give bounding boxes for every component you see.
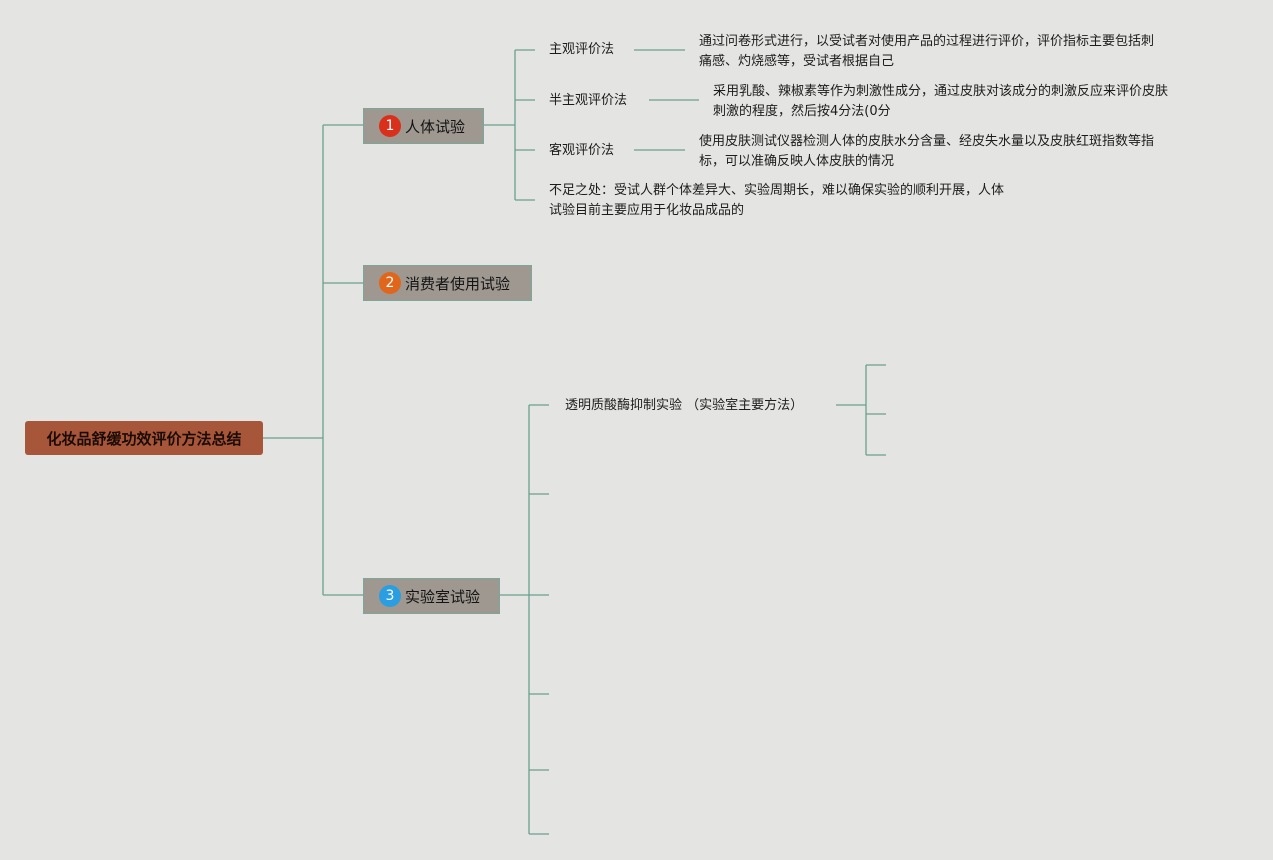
number-badge-1: 1 <box>379 115 401 137</box>
branch-label: 消费者使用试验 <box>405 274 511 293</box>
note-subjective-method: 通过问卷形式进行，以受试者对使用产品的过程进行评价，评价指标主要包括刺 痛感、灼… <box>699 32 1154 72</box>
connector-sub-3 <box>836 364 886 456</box>
topic-line: 不足之处：受试人群个体差异大、实验周期长，难以确保实验的顺利开展，人体 <box>549 183 1005 198</box>
note-line: 通过问卷形式进行，以受试者对使用产品的过程进行评价，评价指标主要包括刺 <box>699 34 1155 49</box>
branch-label: 实验室试验 <box>405 587 481 606</box>
number-badge-3: 3 <box>379 585 401 607</box>
topic-line: 试验目前主要应用于化妆品成品的 <box>549 203 745 218</box>
note-line: 刺激的程度，然后按4分法(0分 <box>713 104 891 119</box>
connector-sub-1 <box>634 49 699 151</box>
root-node[interactable]: 化妆品舒缓功效评价方法总结 <box>25 421 263 455</box>
connector-root <box>263 124 363 596</box>
topic-semi-subjective-method[interactable]: 半主观评价法 <box>549 93 628 108</box>
branch-lab-test[interactable]: 3 实验室试验 <box>363 578 500 614</box>
number-badge-2: 2 <box>379 272 401 294</box>
note-line: 采用乳酸、辣椒素等作为刺激性成分，通过皮肤对该成分的刺激反应来评价皮肤 <box>713 84 1169 99</box>
topic-objective-method[interactable]: 客观评价法 <box>549 143 615 158</box>
topic-hyaluronidase-inhibition[interactable]: 透明质酸酶抑制实验 （实验室主要方法） <box>565 398 804 413</box>
root-label: 化妆品舒缓功效评价方法总结 <box>46 429 242 448</box>
note-line: 痛感、灼烧感等，受试者根据自己 <box>699 54 895 69</box>
note-line: 标，可以准确反映人体皮肤的情况 <box>699 154 895 169</box>
topic-subjective-method[interactable]: 主观评价法 <box>549 42 615 57</box>
topic-shortcomings[interactable]: 不足之处：受试人群个体差异大、实验周期长，难以确保实验的顺利开展，人体 试验目前… <box>549 181 1004 221</box>
branch-human-test[interactable]: 1 人体试验 <box>363 108 484 144</box>
note-semi-subjective-method: 采用乳酸、辣椒素等作为刺激性成分，通过皮肤对该成分的刺激反应来评价皮肤 刺激的程… <box>713 82 1168 122</box>
note-objective-method: 使用皮肤测试仪器检测人体的皮肤水分含量、经皮失水量以及皮肤红斑指数等指 标，可以… <box>699 132 1154 172</box>
branch-consumer-test[interactable]: 2 消费者使用试验 <box>363 265 532 301</box>
note-line: 使用皮肤测试仪器检测人体的皮肤水分含量、经皮失水量以及皮肤红斑指数等指 <box>699 134 1155 149</box>
branch-label: 人体试验 <box>405 117 466 136</box>
connector-branch-1 <box>484 49 535 201</box>
connector-branch-3 <box>500 404 549 835</box>
